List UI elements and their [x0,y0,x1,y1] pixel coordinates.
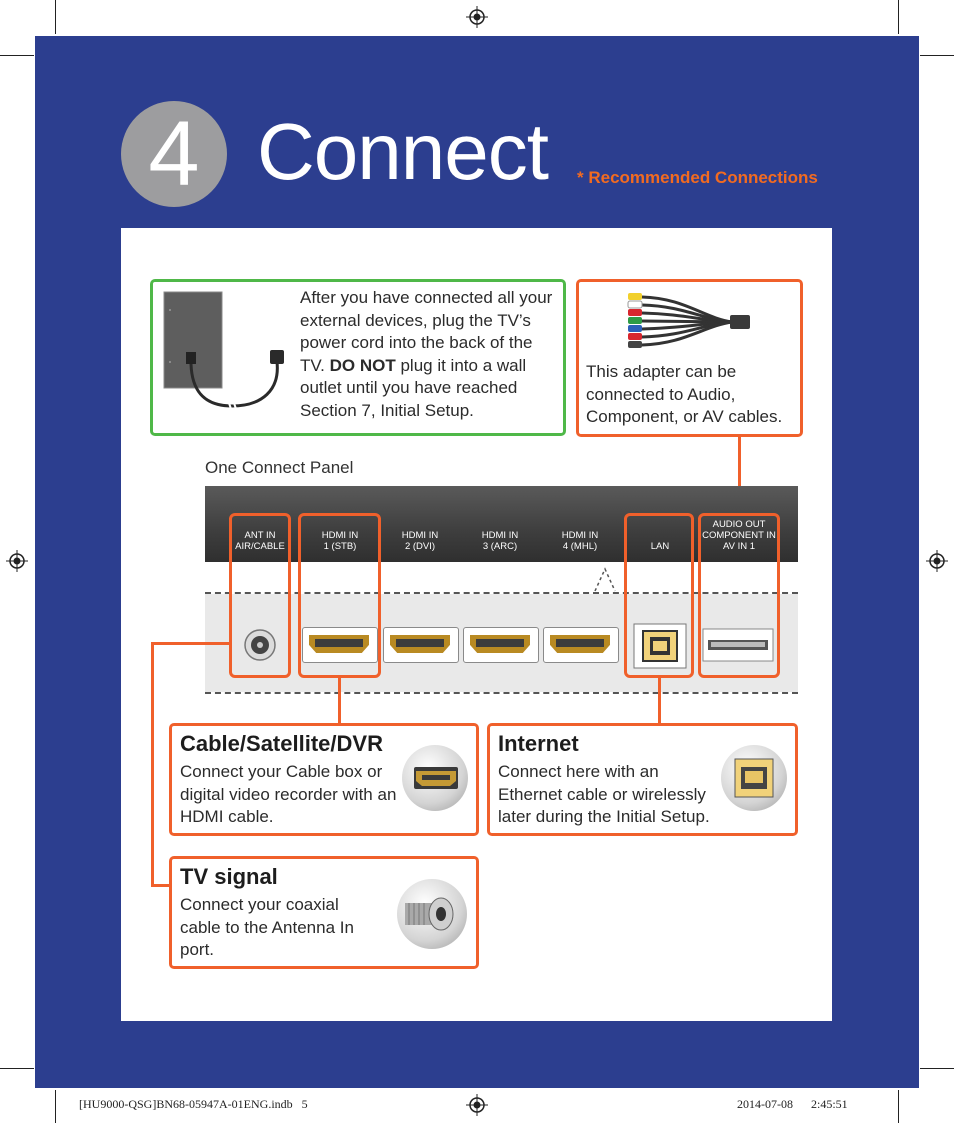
crop-mark [920,55,954,56]
hdmi-port-1 [302,627,378,663]
adapter-box [576,279,803,437]
lan-port-icon [633,623,687,669]
footer-timestamp: 2014-07-08 2:45:51 [737,1097,848,1111]
cable-satellite-text: Connect your Cable box or digital video … [180,762,397,826]
power-cord-instructions: After you have connected all your extern… [300,287,558,422]
coaxial-plug-icon [397,879,467,949]
panel-dashed-edge [205,592,798,594]
highlight-audio-av [698,513,780,678]
crop-mark [0,55,34,56]
hdmi-port-4 [543,627,619,663]
crop-mark [55,0,56,34]
highlight-ant-in [229,513,291,678]
highlight-lan [624,513,694,678]
registration-mark-icon [926,550,948,572]
av-adapter-cable-icon [627,293,750,348]
recommended-note: * Recommended Connections [577,168,818,187]
coaxial-port-icon [244,629,276,661]
registration-mark-icon [466,1094,488,1116]
tv-power-cord-illustration [163,291,284,413]
ethernet-jack-icon [721,745,787,811]
crop-mark [898,1090,899,1123]
registration-mark-icon [6,550,28,572]
footer-file-name: [HU9000-QSG]BN68-05947A-01ENG.indb 5 [79,1097,308,1111]
av-in-port-icon [702,628,774,662]
antenna-connector-line [151,884,171,887]
lan-connector-line [658,678,661,724]
registration-mark-icon [466,6,488,28]
panel-dashed-edge [205,692,798,694]
highlight-hdmi-1 [298,513,381,678]
power-text-warning: DO NOT [329,355,396,375]
internet-text: Connect here with an Ethernet cable or w… [498,762,710,826]
tv-signal-box [169,856,479,969]
port-label-lan: LAN [650,541,670,552]
power-text-outro: plug it into a wall outlet until you hav… [300,355,527,420]
crop-mark [898,0,899,34]
hdmi-plug-icon [402,745,468,811]
page-title: Connect [257,107,549,196]
crop-mark [0,1068,34,1069]
step-number-badge: 4 [121,101,227,207]
hdmi-port-2 [383,627,459,663]
hdmi-port-3 [463,627,539,663]
hdmi-connector-line [338,678,341,724]
internet-heading: Internet [498,731,579,756]
tv-signal-heading: TV signal [180,864,278,889]
adapter-description: This adapter can be connected to Audio, … [586,362,783,426]
crop-mark [55,1090,56,1123]
antenna-connector-line [151,642,154,887]
tv-signal-text: Connect your coaxial cable to the Antenn… [180,895,354,959]
mhl-marker-icon [594,567,616,592]
cable-satellite-heading: Cable/Satellite/DVR [180,731,383,756]
crop-mark [920,1068,954,1069]
antenna-connector-line [151,642,231,645]
panel-label: One Connect Panel [205,458,354,477]
power-text-intro: After you have connected all your extern… [300,288,553,375]
adapter-connector-line [738,437,741,515]
